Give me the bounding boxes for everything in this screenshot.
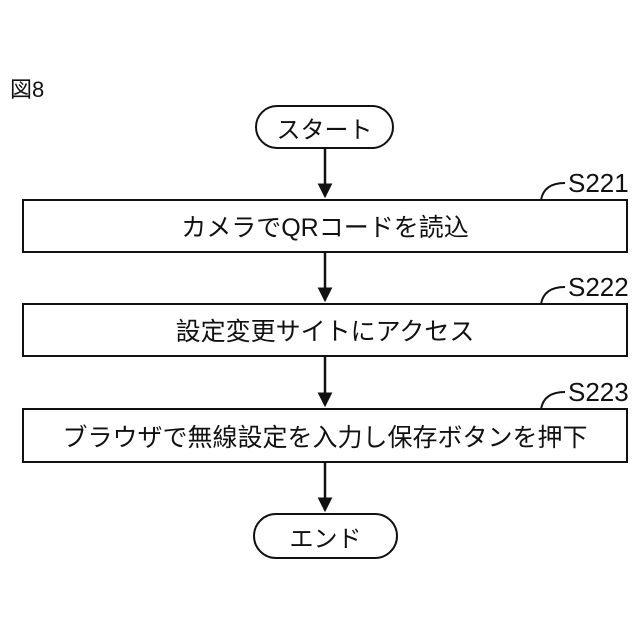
leader-line-s221 (540, 182, 566, 201)
end-terminal-label: エンド (289, 525, 362, 553)
step2-label: 設定変更サイトにアクセス (175, 318, 475, 346)
step2-process-box: 設定変更サイトにアクセス (22, 303, 628, 357)
step3-tag: S223 (568, 377, 629, 407)
step1-tag: S221 (568, 168, 629, 198)
step2-tag: S222 (568, 272, 629, 302)
step3-label: ブラウザで無線設定を入力し保存ボタンを押下 (62, 423, 588, 452)
step1-process-box: カメラでQRコードを読込 (22, 199, 628, 253)
figure-label: 図8 (10, 77, 45, 102)
start-terminal-label: スタート (276, 116, 373, 144)
leader-line-s223 (540, 391, 566, 410)
step1-label: カメラでQRコードを読込 (181, 214, 469, 242)
step3-process-box: ブラウザで無線設定を入力し保存ボタンを押下 (22, 408, 628, 463)
end-terminal: エンド (253, 513, 398, 559)
leader-line-s222 (540, 286, 566, 305)
start-terminal: スタート (255, 105, 394, 149)
